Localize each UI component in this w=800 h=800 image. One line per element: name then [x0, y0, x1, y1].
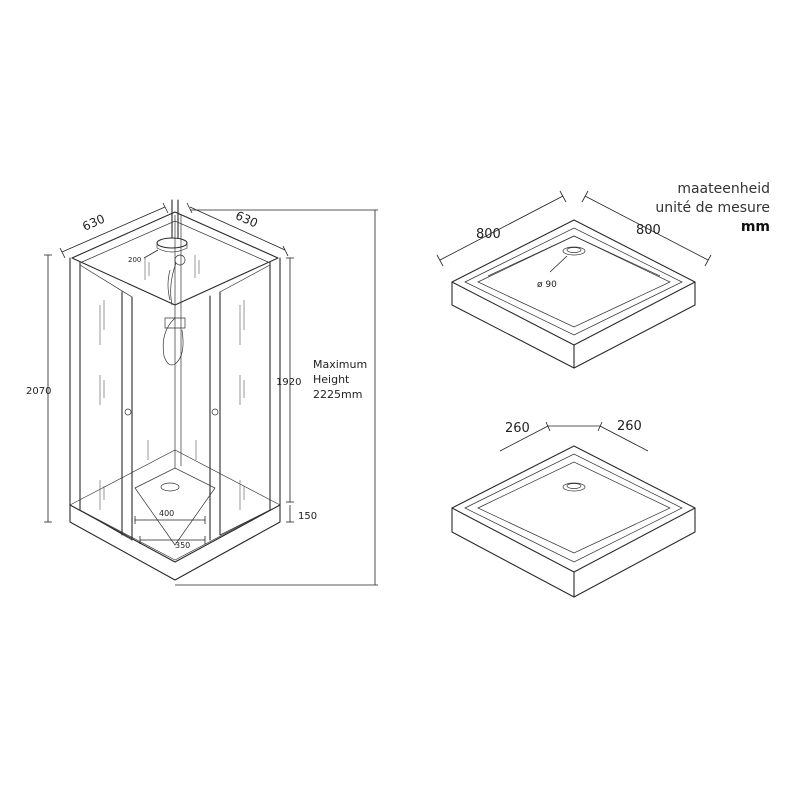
dim-entrance-lower: 350 — [175, 541, 190, 550]
shower-cabin — [69, 199, 281, 581]
dim-tray-height: 150 — [298, 511, 317, 522]
tray-top-drain: ø 90 — [537, 280, 557, 290]
dim-door-height: 1920 — [276, 377, 301, 388]
tray-top-width-right: 800 — [636, 223, 661, 238]
unit-label-dutch: maateenheid — [677, 181, 770, 197]
cabin-dimensions — [44, 202, 378, 586]
max-height-line2: Height — [313, 373, 350, 386]
dim-entrance-upper: 400 — [159, 509, 174, 518]
dim-shower-head: 200 — [128, 256, 141, 264]
unit-label-french: unité de mesure — [655, 200, 770, 216]
max-height-line1: Maximum — [313, 358, 367, 371]
tray-bottom-offset-right: 260 — [617, 419, 642, 434]
unit-value: mm — [740, 219, 770, 235]
dim-width-right: 630 — [233, 208, 260, 230]
tray-top — [436, 190, 712, 369]
dim-width-left: 630 — [80, 212, 107, 234]
tray-bottom-offset-left: 260 — [505, 421, 530, 436]
tray-top-width-left: 800 — [476, 227, 501, 242]
max-height-line3: 2225mm — [313, 388, 362, 401]
unit-legend: maateenheid unité de mesure mm — [655, 180, 770, 237]
tray-bottom — [451, 421, 696, 598]
dim-total-height: 2070 — [26, 386, 51, 397]
